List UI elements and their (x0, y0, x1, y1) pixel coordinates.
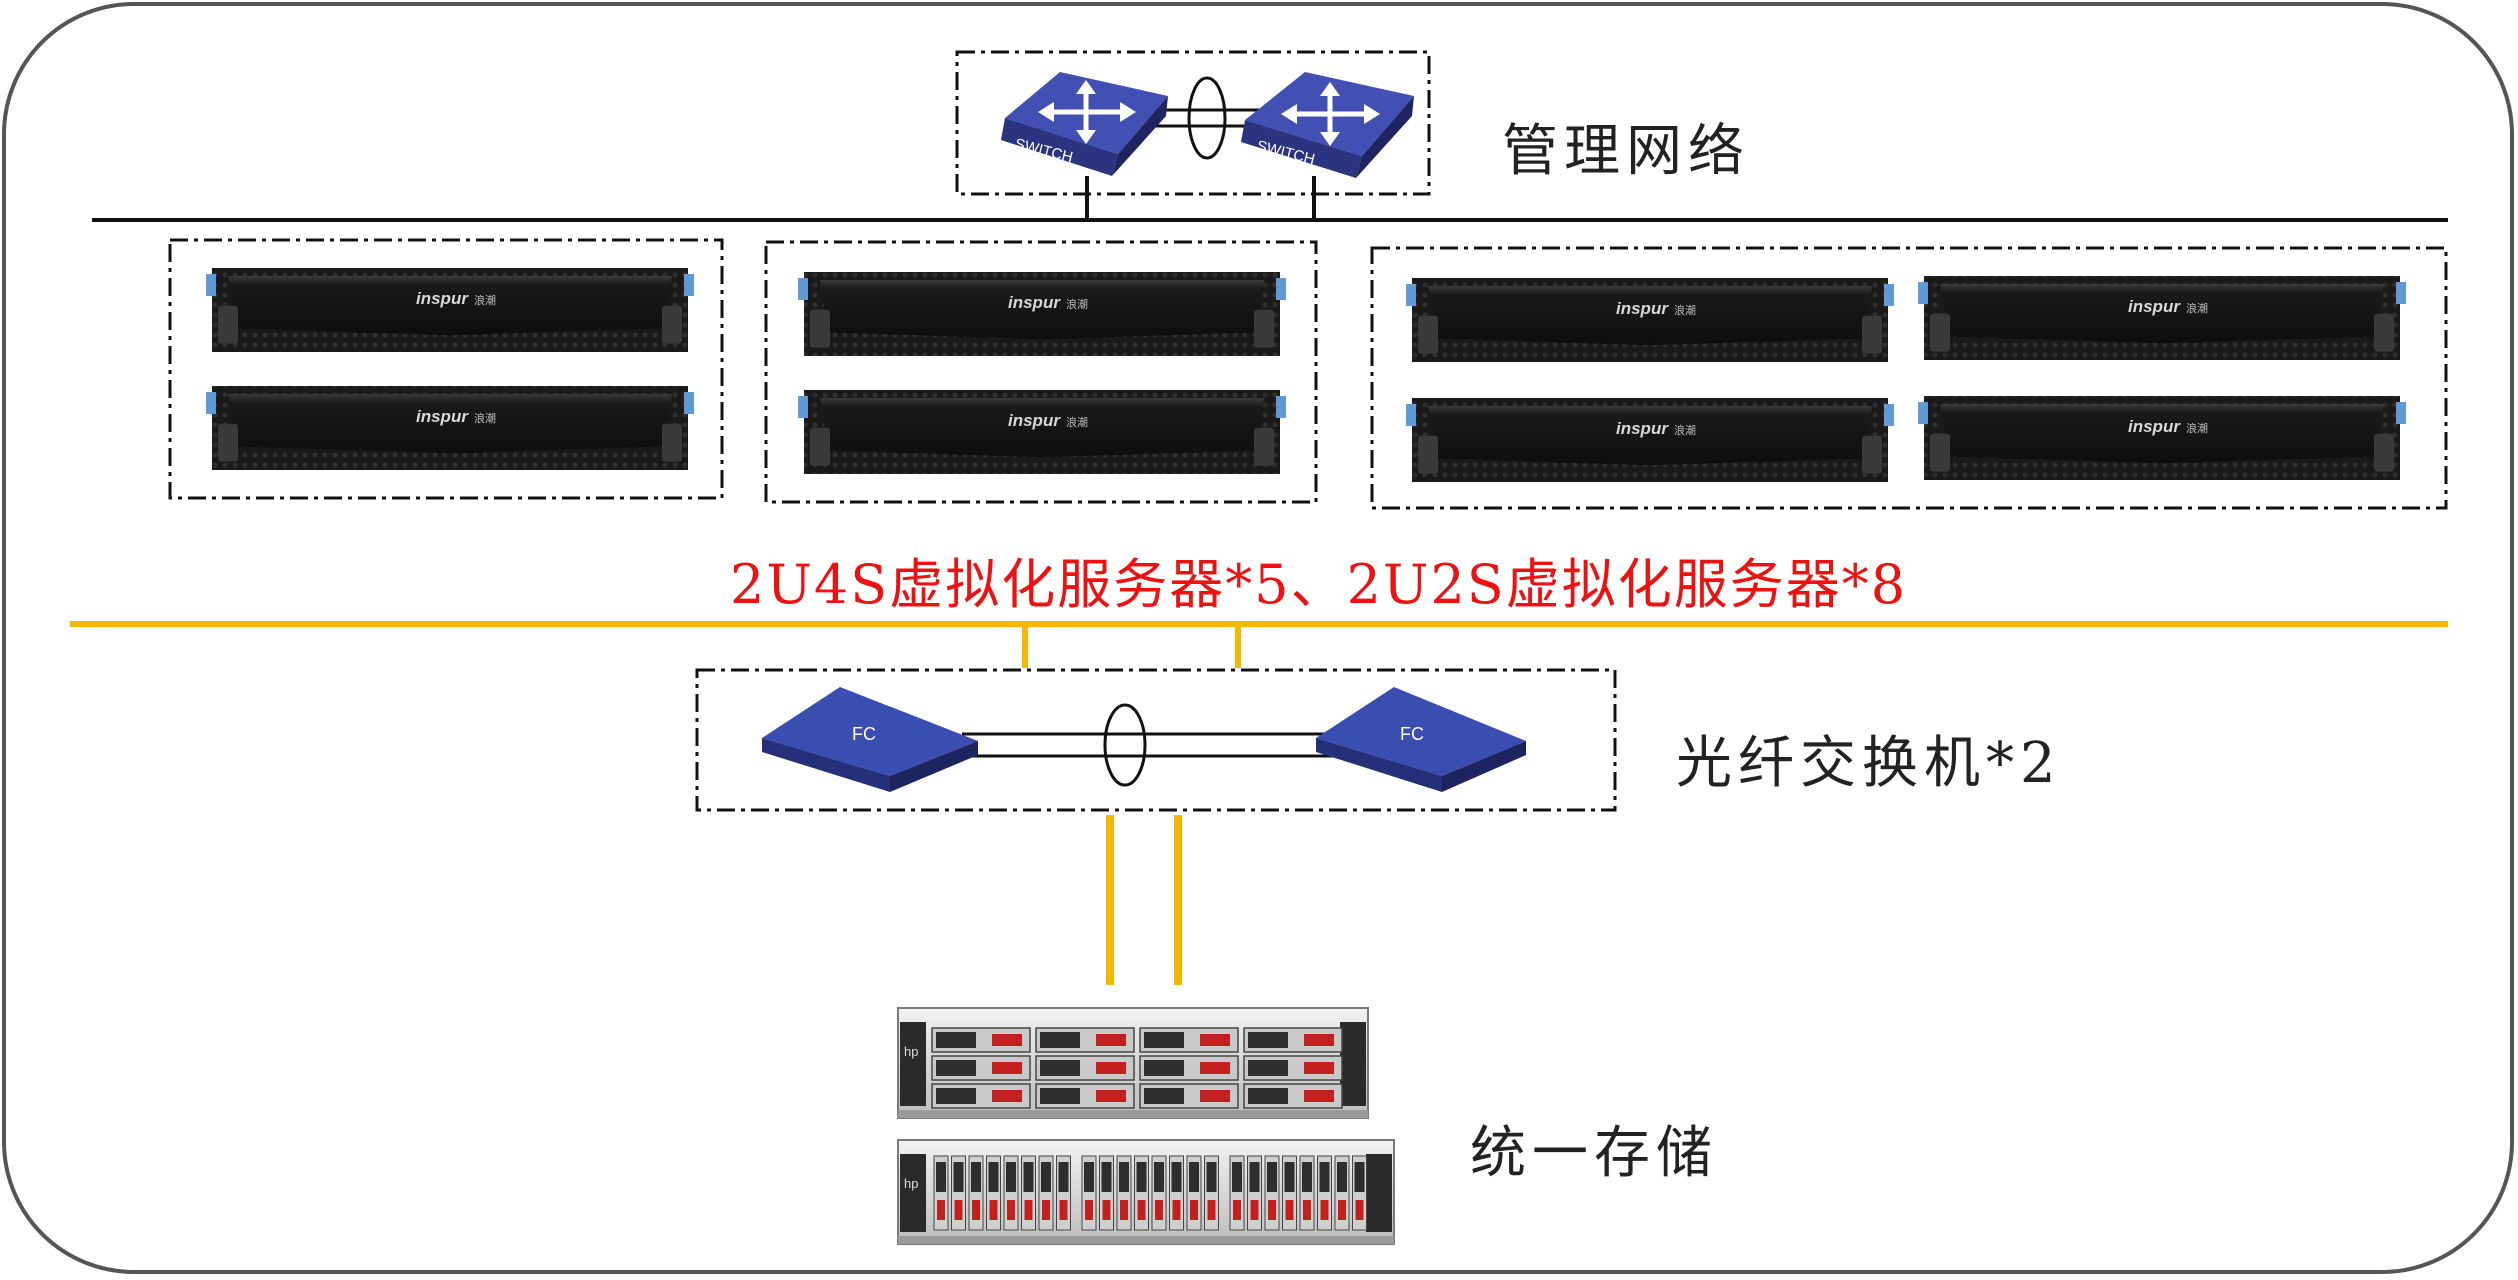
storage-brand-label: hp (904, 1176, 918, 1191)
servers-caption: 2U4S虚拟化服务器*5、2U2S虚拟化服务器*8 (730, 553, 1908, 616)
drive-bay (1003, 1155, 1019, 1231)
server-group-box (764, 240, 1318, 504)
server-unit: inspur 浪潮 (798, 390, 1286, 474)
fc-switches-label: 光纤交换机*2 (1676, 731, 2062, 796)
link-aggregation-mark (1103, 703, 1147, 787)
drive-bay (933, 1155, 949, 1231)
server-brand-cn-label: 浪潮 (474, 293, 496, 307)
drive-bay (1247, 1155, 1262, 1231)
drive-bay (1021, 1155, 1036, 1231)
drive-bay (968, 1155, 984, 1231)
switch-icon: SWITCH (1241, 72, 1414, 178)
drive-bay (1139, 1055, 1239, 1081)
drive-bay (1139, 1027, 1239, 1053)
server-unit: inspur 浪潮 (1406, 278, 1894, 362)
server-brand-label: inspur (416, 407, 469, 426)
server-group-box (168, 238, 724, 500)
drive-bay (931, 1083, 1031, 1109)
drive-bay (1035, 1027, 1135, 1053)
storage-brand-label: hp (904, 1044, 918, 1059)
drive-bay (1151, 1155, 1167, 1231)
drive-bay (1169, 1155, 1184, 1231)
server-unit: inspur 浪潮 (1918, 396, 2406, 480)
drive-bay (986, 1155, 1001, 1231)
server-unit: inspur 浪潮 (1918, 276, 2406, 360)
switch-group-box (955, 50, 1431, 196)
fc-switch-icon: FC (1316, 687, 1526, 792)
drive-bay (1035, 1055, 1135, 1081)
server-brand-cn-label: 浪潮 (1066, 297, 1088, 311)
switch-icon: SWITCH (1001, 72, 1168, 176)
drive-bay (1299, 1155, 1315, 1231)
storage-label: 统一存储 (1470, 1121, 1718, 1186)
server-brand-label: inspur (1008, 411, 1061, 430)
drive-bay (931, 1055, 1031, 1081)
drive-bay (1099, 1155, 1114, 1231)
drive-bay (1134, 1155, 1149, 1231)
server-brand-cn-label: 浪潮 (2186, 421, 2208, 435)
server-brand-label: inspur (2128, 297, 2181, 316)
drive-bay (951, 1155, 966, 1231)
server-brand-label: inspur (1616, 419, 1669, 438)
drive-bay (1282, 1155, 1297, 1231)
management-network-label: 管理网络 (1502, 119, 1750, 184)
drive-bay (1317, 1155, 1332, 1231)
server-brand-cn-label: 浪潮 (1674, 423, 1696, 437)
drive-bay (1204, 1155, 1219, 1231)
drive-bay (1334, 1155, 1350, 1231)
svg-text:FC: FC (852, 724, 876, 744)
drive-bay (1243, 1055, 1343, 1081)
drive-bay (1243, 1027, 1343, 1053)
link-aggregation-mark (1187, 76, 1227, 160)
server-rack: inspur 浪潮 inspur 浪潮 inspur 浪潮 inspur 浪潮 inspur 浪潮… (206, 268, 2406, 482)
drive-bay (1116, 1155, 1132, 1231)
fc-switch-icon: FC (762, 687, 978, 792)
drive-bay (1243, 1083, 1343, 1109)
drive-bay (1038, 1155, 1054, 1231)
server-group-box (1370, 246, 2448, 510)
drive-bay (931, 1027, 1031, 1053)
server-brand-cn-label: 浪潮 (474, 411, 496, 425)
drive-bay (1352, 1155, 1367, 1231)
storage-array: hp hp (897, 1007, 1395, 1245)
server-unit: inspur 浪潮 (206, 268, 694, 352)
drive-bay (1229, 1155, 1245, 1231)
server-brand-label: inspur (416, 289, 469, 308)
drive-bay (1081, 1155, 1097, 1231)
drive-bay (1186, 1155, 1202, 1231)
server-brand-label: inspur (1008, 293, 1061, 312)
svg-text:FC: FC (1400, 724, 1424, 744)
server-brand-cn-label: 浪潮 (1066, 415, 1088, 429)
server-brand-label: inspur (2128, 417, 2181, 436)
drive-bay (1035, 1083, 1135, 1109)
server-brand-label: inspur (1616, 299, 1669, 318)
storage-chassis: hp (897, 1007, 1369, 1119)
storage-chassis: hp (897, 1139, 1395, 1245)
drive-bay (1139, 1083, 1239, 1109)
server-unit: inspur 浪潮 (1406, 398, 1894, 482)
fc-switch-group-box (695, 668, 1617, 812)
drive-bay (1264, 1155, 1280, 1231)
drive-bay (1056, 1155, 1071, 1231)
server-brand-cn-label: 浪潮 (2186, 301, 2208, 315)
server-unit: inspur 浪潮 (206, 386, 694, 470)
server-unit: inspur 浪潮 (798, 272, 1286, 356)
server-brand-cn-label: 浪潮 (1674, 303, 1696, 317)
